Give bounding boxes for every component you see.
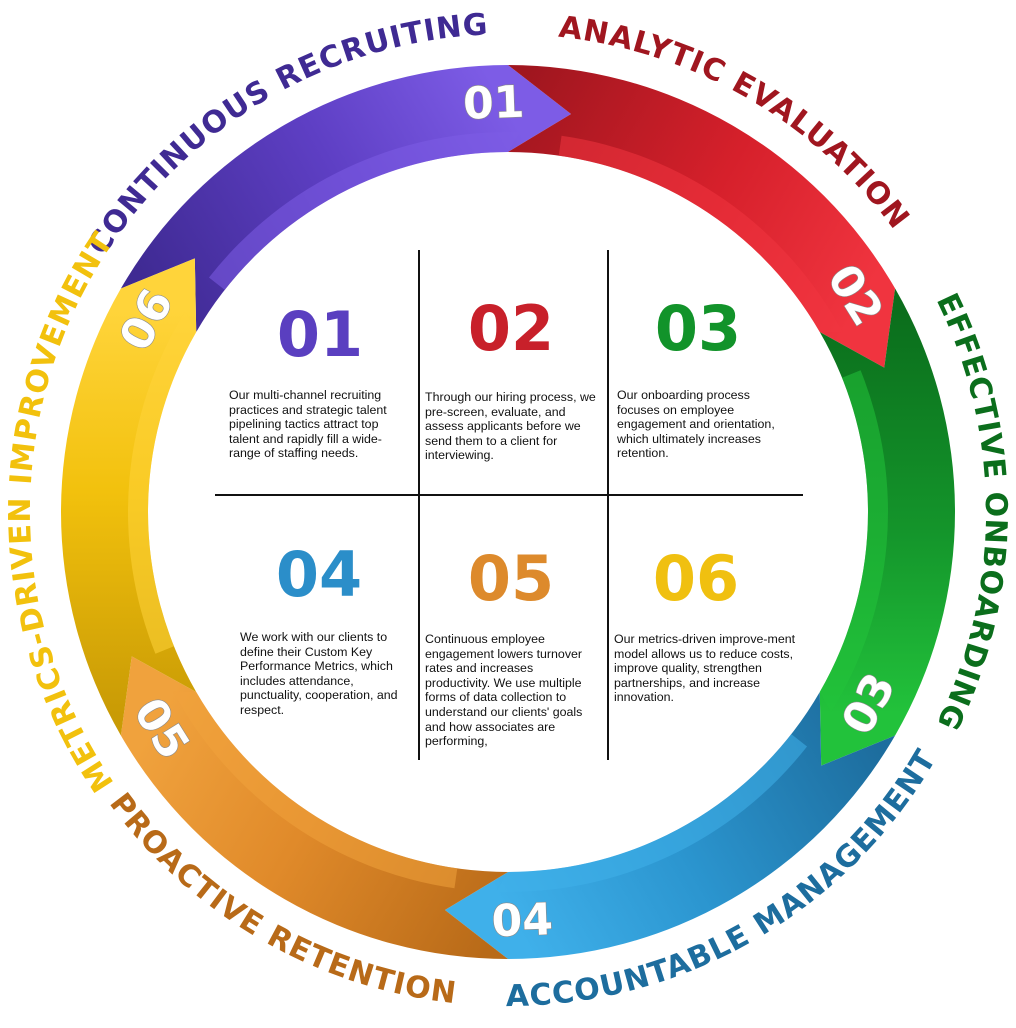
- ring-segment-inner-band: [128, 311, 197, 654]
- cell-number: 01: [276, 298, 364, 371]
- ring-segment-inner-band: [496, 734, 808, 893]
- ring-segment-inner-band: [208, 132, 520, 290]
- cell-number: 06: [652, 542, 740, 615]
- ring-segment-inner-band: [558, 135, 843, 333]
- cell-number: 05: [467, 542, 555, 615]
- grid-horizontal-line: [215, 494, 803, 496]
- grid-vertical-line-right: [607, 250, 609, 760]
- cell-description: Our onboarding process focuses on employ…: [617, 388, 775, 461]
- cell-description: Through our hiring process, we pre-scree…: [425, 390, 596, 463]
- ring-segment-inner-band: [819, 370, 888, 713]
- cell-number: 03: [654, 292, 742, 365]
- grid-vertical-line-left: [418, 250, 420, 760]
- ring-segment-number: 04: [491, 894, 554, 947]
- cell-number: 04: [275, 538, 363, 611]
- ring: [60, 65, 955, 959]
- cell-description: Our multi-channel recruiting practices a…: [229, 388, 387, 461]
- cell-number: 02: [467, 292, 555, 365]
- ring-segment-number: 01: [462, 77, 525, 130]
- ring-segment-inner-band: [173, 691, 458, 889]
- cell-description: Our metrics-driven improve-ment model al…: [614, 632, 796, 705]
- cell-description: Continuous employee engagement lowers tu…: [425, 632, 583, 749]
- cell-description: We work with our clients to define their…: [240, 630, 398, 717]
